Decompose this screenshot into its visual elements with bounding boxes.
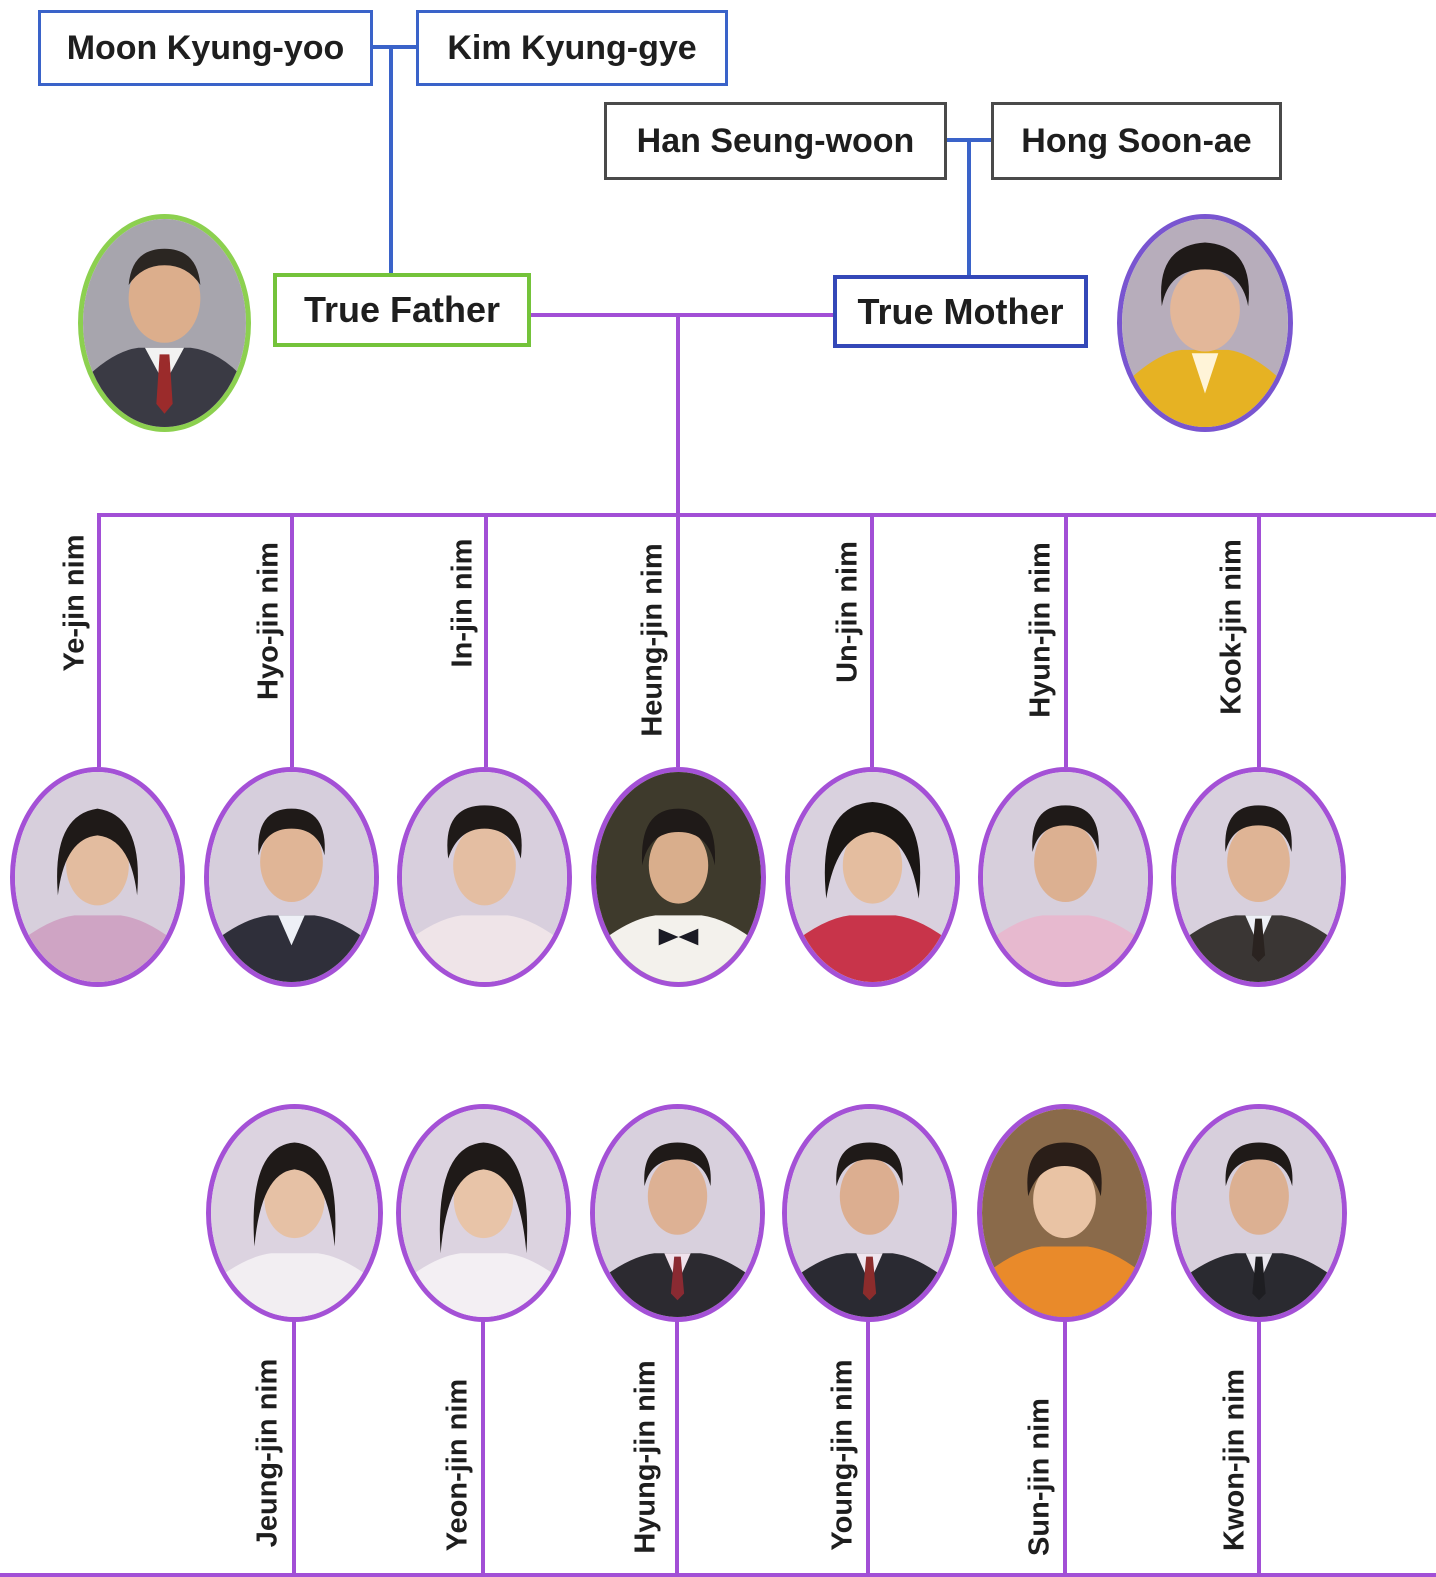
drop-line-hyun-jin [1064,513,1068,767]
child-label-ye-jin: Ye-jin nim [58,534,91,672]
portrait-sun-jin [977,1104,1152,1322]
drop-line-yeon-jin [481,1318,485,1577]
drop-line-un-jin [870,513,874,767]
portrait-ye-jin [10,767,185,987]
drop-line-in-jin [484,513,488,767]
portrait-hyun-jin [978,767,1153,987]
true-mother-portrait [1117,214,1293,432]
drop-line-hyo-jin [290,513,294,767]
true-father-portrait [78,214,251,432]
portrait-in-jin [397,767,572,987]
drop-line-heung-jin [676,513,680,767]
drop-line-kwon-jin [1257,1318,1261,1577]
portrait-kwon-jin [1171,1104,1347,1322]
bottom-horizontal-line [0,1573,1436,1577]
child-label-kook-jin: Kook-jin nim [1215,539,1248,715]
drop-line-sun-jin [1063,1318,1067,1577]
child-label-young-jin: Young-jin nim [826,1359,859,1551]
drop-line-jeung-jin [292,1318,296,1577]
portrait-un-jin [785,767,960,987]
drop-line-hyung-jin [675,1318,679,1577]
child-label-kwon-jin: Kwon-jin nim [1218,1368,1251,1552]
portrait-hyo-jin [204,767,379,987]
maternal-descent-line [967,140,971,276]
portrait-hyung-jin [590,1104,765,1322]
portrait-heung-jin [591,767,766,987]
true-mother-label: True Mother [857,290,1064,332]
true-mother-box: True Mother [833,275,1088,348]
parents-marriage-line [530,313,834,317]
true-father-box: True Father [273,273,531,347]
grandfather-paternal-name: Moon Kyung-yoo [66,28,345,67]
portrait-jeung-jin [206,1104,383,1322]
child-label-hyo-jin: Hyo-jin nim [252,542,285,700]
child-label-heung-jin: Heung-jin nim [636,543,669,737]
grandmother-maternal-box: Hong Soon-ae [991,102,1282,180]
child-label-sun-jin: Sun-jin nim [1023,1398,1056,1556]
grandmother-paternal-box: Kim Kyung-gye [416,10,728,86]
children-trunk-line [676,313,680,517]
child-label-un-jin: Un-jin nim [831,541,864,683]
child-label-hyung-jin: Hyung-jin nim [629,1360,662,1554]
paternal-marriage-line [372,45,418,49]
portrait-kook-jin [1171,767,1346,987]
drop-line-ye-jin [97,513,101,767]
grandfather-maternal-box: Han Seung-woon [604,102,947,180]
grandmother-paternal-name: Kim Kyung-gye [447,28,697,67]
child-label-in-jin: In-jin nim [446,538,479,668]
paternal-descent-line [389,45,393,275]
child-label-jeung-jin: Jeung-jin nim [251,1358,284,1548]
portrait-young-jin [782,1104,957,1322]
drop-line-kook-jin [1257,513,1261,767]
portrait-yeon-jin [396,1104,571,1322]
grandmother-maternal-name: Hong Soon-ae [1021,121,1252,160]
true-father-label: True Father [303,289,501,330]
children-horizontal-line [97,513,1436,517]
drop-line-young-jin [866,1318,870,1577]
grandfather-maternal-name: Han Seung-woon [636,121,915,160]
child-label-hyun-jin: Hyun-jin nim [1024,542,1057,718]
grandfather-paternal-box: Moon Kyung-yoo [38,10,373,86]
child-label-yeon-jin: Yeon-jin nim [441,1378,474,1552]
